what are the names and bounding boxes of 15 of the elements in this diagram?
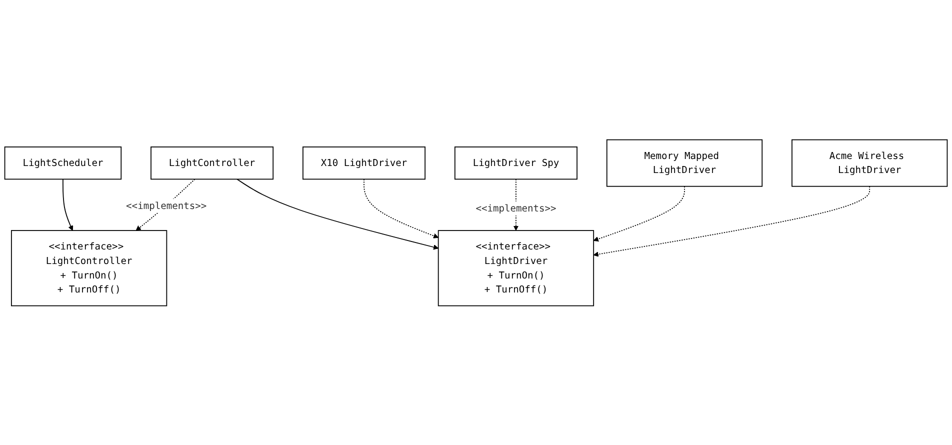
arrow xyxy=(62,178,74,230)
node-box: <<interface>> LightDriver + TurnOn() + TurnOff() xyxy=(438,230,594,306)
arrow xyxy=(593,186,685,242)
node-box: LightDriver Spy xyxy=(454,146,578,180)
node-box: X10 LightDriver xyxy=(302,146,426,180)
node-box: Acme Wireless LightDriver xyxy=(792,139,948,187)
node-box: LightScheduler xyxy=(4,146,122,180)
node-box: <<interface>> LightController + TurnOn() + TurnOff() xyxy=(10,230,168,306)
edge-label: <<implements>> xyxy=(476,202,556,214)
arrow xyxy=(364,178,439,238)
node-box: Memory Mapped LightDriver xyxy=(606,139,763,187)
node-box: LightController xyxy=(150,146,274,180)
arrow xyxy=(593,186,870,257)
arrow xyxy=(236,178,439,250)
edge-label: <<implements>> xyxy=(126,200,207,211)
